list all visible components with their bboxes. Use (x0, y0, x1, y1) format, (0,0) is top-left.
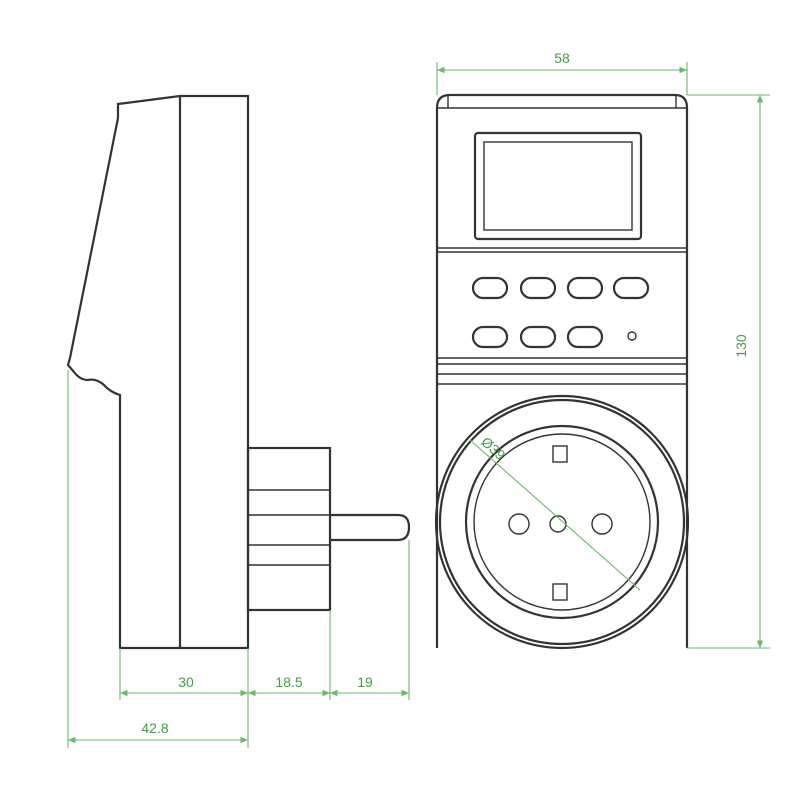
buttons (471, 276, 650, 349)
plug-pin (330, 513, 411, 542)
dimension-lines (67, 62, 770, 748)
total-depth-label: 42.8 (141, 720, 168, 736)
body-depth-label: 30 (178, 674, 194, 690)
socket (434, 394, 690, 650)
side-view (66, 94, 411, 650)
pin-length-label: 19 (357, 674, 373, 690)
front-view (434, 93, 690, 650)
width-label: 58 (554, 50, 570, 66)
lcd-display (473, 131, 643, 241)
front-body-outline (435, 93, 689, 648)
plug-base-depth-label: 18.5 (275, 674, 302, 690)
height-label: 130 (733, 334, 749, 358)
side-body-outline (66, 94, 250, 650)
socket-diameter-label: Ø39 (478, 433, 509, 463)
dimension-labels: 58 130 Ø39 30 18.5 19 42.8 (141, 50, 749, 736)
plug-base (246, 446, 332, 612)
